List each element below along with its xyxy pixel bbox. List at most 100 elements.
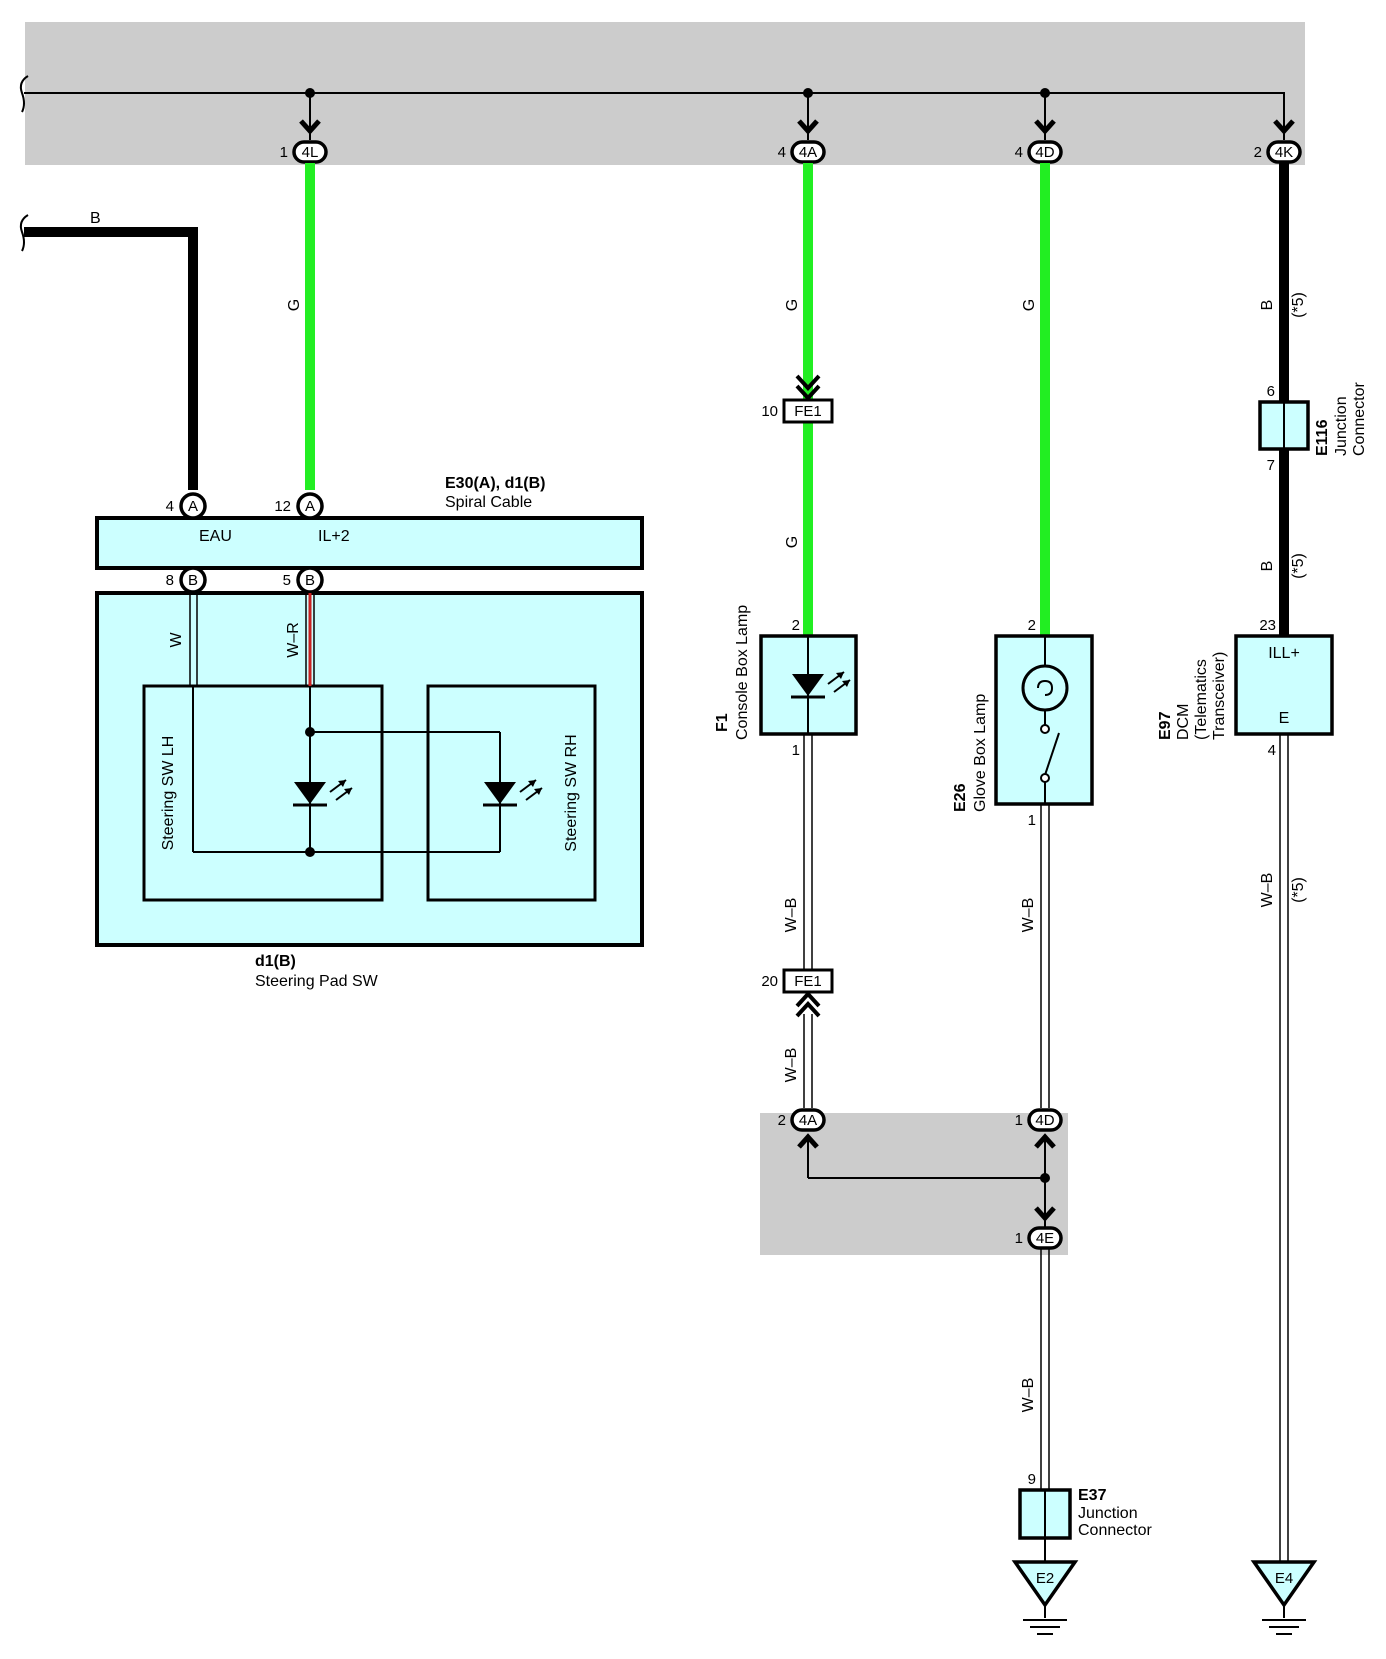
steering-sw-rh-label: Steering SW RH	[563, 734, 580, 851]
pin-number: 1	[1028, 812, 1036, 829]
steering-pad-sw: d1(B) Steering Pad SW Steering SW LH Ste…	[95, 591, 644, 990]
connector-4l: 4L 1	[280, 140, 328, 164]
component-name: Glove Box Lamp	[972, 694, 989, 812]
wire-b-4k: B (*5) B (*5)	[1259, 163, 1307, 636]
pin-number: 2	[792, 617, 800, 634]
connector-label: 4D	[1035, 144, 1054, 161]
pin-number: 10	[761, 403, 778, 420]
component-id: F1	[714, 713, 731, 732]
wire-color-label: W	[168, 632, 185, 648]
pin-number: 6	[1267, 383, 1275, 400]
connector-4k: 4K 2	[1254, 140, 1302, 164]
component-id: d1(B)	[255, 953, 296, 970]
dcm-telematics-transceiver: 23 4 ILL+ E E97 DCM (Telematics Transcei…	[1157, 617, 1334, 759]
wire-color-label: G	[784, 536, 801, 548]
wire-color-label: B	[1259, 300, 1276, 311]
led-icon	[293, 779, 353, 807]
connector-label: FE1	[794, 403, 822, 420]
ground-label: E2	[1036, 1570, 1054, 1587]
conn-a: A	[188, 498, 198, 515]
pin-number: 4	[1268, 742, 1276, 759]
wire-g-4l: G	[286, 163, 315, 490]
ground-e4: E4	[1250, 1560, 1318, 1635]
ground-icon	[1011, 1560, 1079, 1609]
pin-number: 4	[778, 144, 786, 161]
component-name: DCM	[1175, 704, 1192, 740]
glove-box-lamp: 2 1 E26 Glove Box Lamp	[952, 617, 1094, 829]
connector-label: 4D	[1035, 1112, 1054, 1129]
junction-internal	[797, 1133, 1056, 1228]
wire-color-label: G	[784, 299, 801, 311]
component-id: E30(A), d1(B)	[445, 475, 545, 492]
component-id: E37	[1078, 1487, 1107, 1504]
component-name: Console Box Lamp	[734, 605, 751, 740]
switch-icon	[1044, 732, 1060, 776]
wire-wb-e97: W–B (*5)	[1259, 734, 1307, 1562]
component-id: E116	[1314, 419, 1331, 456]
wire-color-label: W–B	[783, 898, 800, 933]
connector-fe1-upper: FE1 10	[761, 398, 834, 424]
pin-number: 1	[1015, 1230, 1023, 1247]
top-bus	[19, 75, 1295, 140]
terminal-il2: IL+2	[318, 528, 350, 545]
pin-number: 8	[166, 572, 174, 589]
pin-number: 12	[274, 498, 291, 515]
terminal-e: E	[1279, 710, 1290, 727]
component-name: Junction	[1078, 1505, 1138, 1522]
led-icon	[483, 779, 543, 807]
wire-color-label: W–B	[1020, 898, 1037, 933]
pin-number: 1	[792, 742, 800, 759]
wire-g-4a: G G	[784, 163, 821, 636]
terminal-eau: EAU	[199, 528, 232, 545]
component-name: Steering Pad SW	[255, 973, 379, 990]
pin-number: 9	[1028, 1471, 1036, 1488]
connector-4a-lower: 4A 2	[778, 1108, 826, 1132]
component-id: E97	[1157, 711, 1174, 740]
component-name: Transceiver)	[1211, 652, 1228, 740]
component-name: Connector	[1078, 1522, 1152, 1539]
pin-number: 2	[1028, 617, 1036, 634]
junction-connector-e37: 9 E37 Junction Connector	[1018, 1471, 1152, 1540]
conn-a: A	[305, 498, 315, 515]
component-name: (Telematics	[1193, 659, 1210, 740]
component-name: Spiral Cable	[445, 494, 532, 511]
connector-label: 4L	[302, 144, 319, 161]
ground-label: E4	[1275, 1570, 1293, 1587]
steering-sw-lh-label: Steering SW LH	[160, 736, 177, 851]
connector-label: 4A	[799, 144, 817, 161]
pin-number: 7	[1267, 457, 1275, 474]
led-icon	[792, 674, 824, 696]
connector-4e: 4E 1	[1015, 1226, 1063, 1250]
connector-label: 4A	[799, 1112, 817, 1129]
wire-g-4d: G	[1021, 163, 1050, 636]
connector-4d-lower: 4D 1	[1015, 1108, 1063, 1132]
connector-fe1-lower: FE1 20	[761, 968, 834, 994]
wire-note: (*5)	[1290, 292, 1307, 318]
pin-number: 1	[280, 144, 288, 161]
wire-wb-fe1: W–B	[783, 991, 821, 1108]
conn-b: B	[188, 572, 198, 589]
connector-4d-top: 4D 4	[1015, 140, 1063, 164]
junction-connector-e116: 6 7 E116 Junction Connector	[1258, 382, 1368, 474]
ground-icon	[1250, 1560, 1318, 1609]
wire-wb-e37: W–B	[1020, 1248, 1050, 1490]
connector-label: FE1	[794, 973, 822, 990]
pin-number: 2	[778, 1112, 786, 1129]
pin-number: 2	[1254, 144, 1262, 161]
conn-b: B	[305, 572, 315, 589]
pin-number: 4	[1015, 144, 1023, 161]
pin-number: 20	[761, 973, 778, 990]
terminal-ill: ILL+	[1268, 645, 1300, 662]
component-id: E26	[952, 783, 969, 812]
wire-wb-e26: W–B	[1020, 804, 1050, 1108]
wire-color-label: W–B	[1259, 873, 1276, 908]
pin-number: 23	[1259, 617, 1276, 634]
wire-color-label: B	[90, 210, 101, 227]
wire-color-label: G	[286, 299, 303, 311]
wire-color-label: G	[1021, 299, 1038, 311]
connector-label: 4K	[1275, 144, 1293, 161]
wire-note: (*5)	[1290, 553, 1307, 579]
wire-b-left: B	[19, 210, 198, 490]
pin-number: 1	[1015, 1112, 1023, 1129]
